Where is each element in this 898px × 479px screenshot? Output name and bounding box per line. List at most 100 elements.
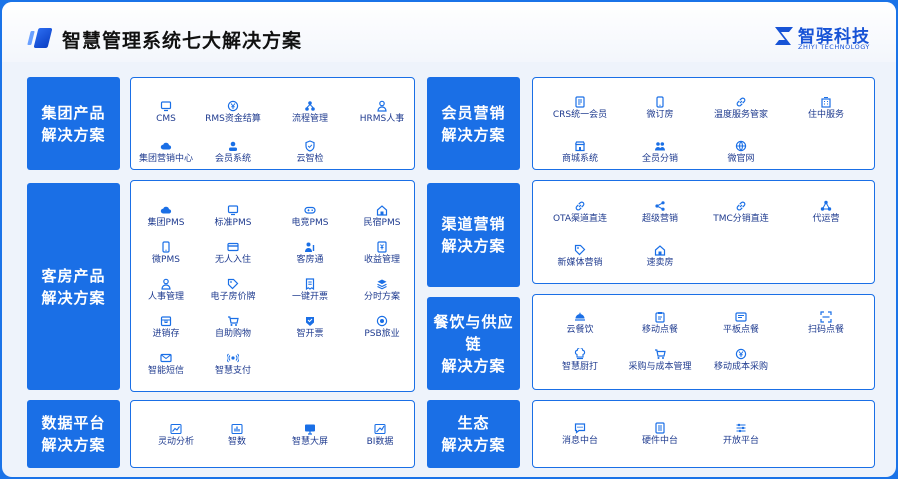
channel-item[interactable]: TMC分销直连 [691, 200, 791, 224]
data-item[interactable]: BI数据 [330, 423, 430, 447]
screen-icon [304, 423, 316, 435]
room-item[interactable]: 人事管理 [116, 278, 216, 302]
item-label: 移动成本采购 [713, 362, 768, 372]
member-item[interactable]: 微订房 [610, 96, 710, 120]
member-item[interactable]: 温度服务管家 [691, 96, 791, 120]
label-line-2: 解决方案 [41, 288, 106, 307]
group-item[interactable]: 云智检 [260, 140, 360, 164]
member-item[interactable]: 微官网 [691, 140, 791, 164]
data-item[interactable]: 灵动分析 [126, 423, 226, 447]
eco-item[interactable]: 开放平台 [691, 422, 791, 446]
person-icon [376, 100, 388, 112]
cloud-icon [160, 204, 172, 216]
monitor-icon [227, 204, 239, 216]
room-item[interactable]: 进销存 [116, 315, 216, 339]
eco-item[interactable]: 硬件中台 [610, 422, 710, 446]
room-item[interactable]: 无人入住 [183, 241, 283, 265]
food-item[interactable]: 平板点餐 [691, 311, 791, 335]
label-line-1: 会员营销 [441, 103, 506, 122]
food-item[interactable]: 移动点餐 [610, 311, 710, 335]
item-label: BI数据 [366, 437, 394, 447]
room-item[interactable]: 微PMS [116, 241, 216, 265]
room-solution-label: 客房产品解决方案 [27, 183, 120, 390]
channel-item[interactable]: 代运营 [776, 200, 876, 224]
channel-item[interactable]: 超级营销 [610, 200, 710, 224]
member-item[interactable]: CRS统一会员 [530, 96, 630, 120]
group-item[interactable]: 流程管理 [260, 100, 360, 124]
food-item[interactable]: 智慧厨打 [530, 348, 630, 372]
item-label: 新媒体营销 [557, 258, 603, 268]
phone-icon [654, 96, 666, 108]
room-item[interactable]: PSB旅业 [332, 315, 432, 339]
room-item[interactable]: 自助购物 [183, 315, 283, 339]
item-label: 消息中台 [561, 436, 598, 446]
receipt-icon [304, 278, 316, 290]
person-key-icon [304, 241, 316, 253]
person-icon [160, 278, 172, 290]
channel-item[interactable]: 速卖房 [610, 244, 710, 268]
cloud-icon [160, 140, 172, 152]
item-label: 超级营销 [641, 214, 678, 224]
food-item[interactable]: 采购与成本管理 [610, 348, 710, 372]
food-item[interactable]: 云餐饮 [530, 311, 630, 335]
card-icon [227, 241, 239, 253]
data-item[interactable]: 智慧大屏 [260, 423, 360, 447]
cart-icon [227, 315, 239, 327]
member-solution-label: 会员营销解决方案 [427, 77, 520, 170]
member-item[interactable]: 全员分销 [610, 140, 710, 164]
item-label: 无人入住 [214, 255, 251, 265]
item-label: 智慧大屏 [291, 437, 328, 447]
eco-item[interactable]: 消息中台 [530, 422, 630, 446]
group-item[interactable]: HRMS人事 [332, 100, 432, 124]
room-item[interactable]: 一键开票 [260, 278, 360, 302]
room-item[interactable]: 收益管理 [332, 241, 432, 265]
member-item[interactable]: 住中服务 [776, 96, 876, 120]
chef-icon [574, 348, 586, 360]
label-line-2: 解决方案 [41, 125, 106, 144]
room-item[interactable]: 民宿PMS [332, 204, 432, 228]
share-icon [654, 200, 666, 212]
label-line-2: 解决方案 [441, 125, 506, 144]
room-item[interactable]: 标准PMS [183, 204, 283, 228]
flow-icon [304, 100, 316, 112]
target-icon [376, 315, 388, 327]
room-item[interactable]: 电竞PMS [260, 204, 360, 228]
item-label: 移动点餐 [641, 325, 678, 335]
channel-solution-label: 渠道营销解决方案 [427, 183, 520, 287]
food-item[interactable]: 移动成本采购 [691, 348, 791, 372]
group-item[interactable]: CMS [116, 100, 216, 124]
item-label: 温度服务管家 [713, 110, 768, 120]
member-icon [227, 140, 239, 152]
item-label: 开放平台 [722, 436, 759, 446]
item-label: 进销存 [152, 329, 180, 339]
room-item[interactable]: 智能短信 [116, 352, 216, 376]
smart-icon [304, 315, 316, 327]
group-item[interactable]: 会员系统 [183, 140, 283, 164]
sliders-icon [735, 422, 747, 434]
data-item[interactable]: 智数 [187, 423, 287, 447]
item-label: 分时方案 [363, 292, 400, 302]
header: 智慧管理系统七大解决方案 智驿科技 ZHIYI TECHNOLOGY [2, 2, 896, 62]
label-line-1: 渠道营销 [441, 215, 506, 233]
member-item[interactable]: 商城系统 [530, 140, 630, 164]
room-item[interactable]: 智开票 [260, 315, 360, 339]
page-title: 智慧管理系统七大解决方案 [62, 30, 303, 52]
item-label: 平板点餐 [722, 325, 759, 335]
room-item[interactable]: 智慧支付 [183, 352, 283, 376]
channel-item[interactable]: OTA渠道直连 [530, 200, 630, 224]
room-item[interactable]: 集团PMS [116, 204, 216, 228]
item-label: 云智检 [296, 154, 324, 164]
item-label: 智慧厨打 [561, 362, 598, 372]
dish-icon [574, 311, 586, 323]
yen-doc-icon [376, 241, 388, 253]
group-item[interactable]: RMS资金结算 [183, 100, 283, 124]
item-label: HRMS人事 [359, 114, 405, 124]
group-item[interactable]: 集团营销中心 [116, 140, 216, 164]
item-label: 集团PMS [147, 218, 185, 228]
room-item[interactable]: 分时方案 [332, 278, 432, 302]
channel-item[interactable]: 新媒体营销 [530, 244, 630, 268]
food-item[interactable]: 扫码点餐 [776, 311, 876, 335]
room-item[interactable]: 电子房价牌 [183, 278, 283, 302]
item-label: 采购与成本管理 [628, 362, 692, 372]
room-item[interactable]: 客房通 [260, 241, 360, 265]
